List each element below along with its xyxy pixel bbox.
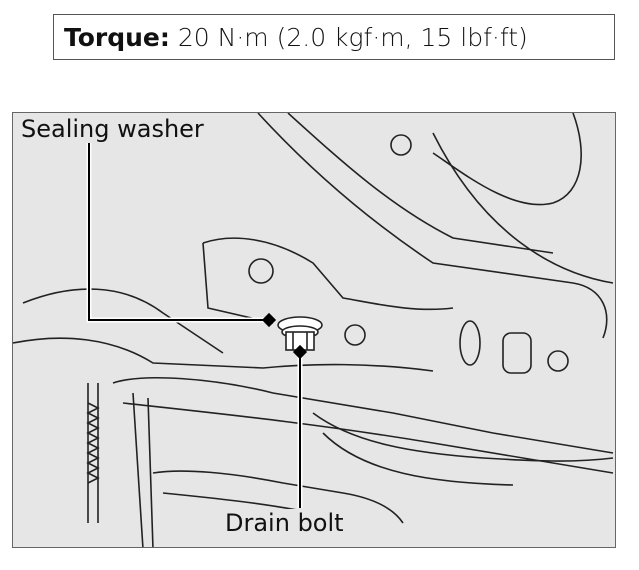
torque-spec-box: Torque: 20 N·m (2.0 kgf·m, 15 lbf·ft) <box>53 14 615 60</box>
torque-value: 20 N·m (2.0 kgf·m, 15 lbf·ft) <box>177 22 528 52</box>
drain-bolt-drawing <box>277 316 323 351</box>
sealing-washer-label: Sealing washer <box>21 115 208 143</box>
drain-bolt-label: Drain bolt <box>221 509 348 537</box>
leader-lines <box>86 143 308 508</box>
engine-line-art <box>13 113 614 547</box>
torque-label: Torque: <box>64 22 170 52</box>
drain-bolt-illustration: Sealing washer Drain bolt <box>12 112 616 548</box>
